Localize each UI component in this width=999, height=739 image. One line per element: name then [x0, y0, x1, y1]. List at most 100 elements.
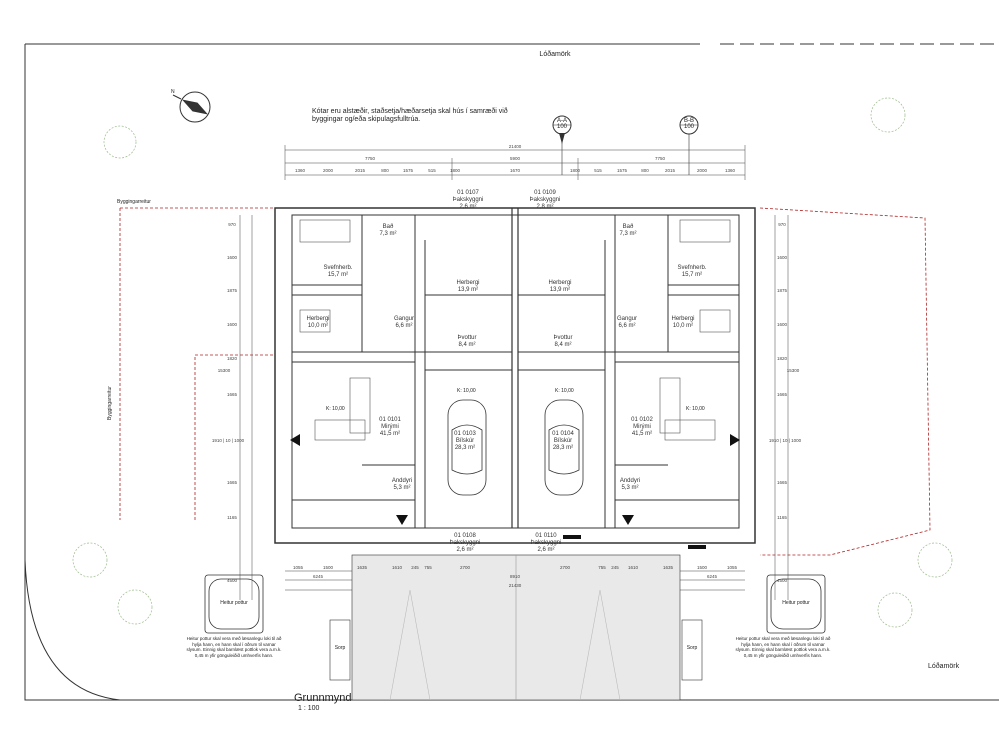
- dim-row2: 1575: [616, 168, 628, 173]
- dim-bottom-row1: 1610: [391, 565, 403, 570]
- dimension-lines-side: [239, 215, 789, 600]
- dim-left: 1665: [226, 392, 238, 397]
- dim-row2: 2000: [696, 168, 708, 173]
- hot-tub-note-right: Heitur pottur skal vera með læsanlegu lo…: [735, 636, 831, 658]
- dim-left: 1600: [226, 255, 238, 260]
- dim-bottom-row1: 1635: [356, 565, 368, 570]
- dim-row2: 1800: [449, 168, 461, 173]
- dim-bottom-row1: 245: [611, 565, 619, 570]
- bed-icons: [299, 219, 731, 333]
- hot-tub-label-right: Heitur pottur: [782, 600, 810, 606]
- boundary-label-bottom: Lóðamörk: [928, 663, 960, 670]
- dim-right: 1910 | 10 | 1000: [768, 438, 802, 443]
- dining-table-left-icon: [314, 377, 371, 441]
- dim-left: 1600: [226, 322, 238, 327]
- car-right-icon: [544, 399, 584, 496]
- dim-bottom-row1: 755: [424, 565, 432, 570]
- section-marker-b: [679, 115, 699, 175]
- dim-left: 1875: [226, 288, 238, 293]
- north-label: N: [171, 89, 175, 95]
- dim-row2: 1670: [509, 168, 521, 173]
- building-line-label-left: Byggingarreitur: [107, 386, 113, 420]
- building-line-label-top: Byggingarreitur: [117, 199, 151, 205]
- dim-bottom-row2: 6245: [312, 574, 324, 579]
- dim-right: 1165: [777, 515, 787, 520]
- room-svefnherb-right: Svefnherb.15,7 m²: [677, 265, 707, 279]
- dim-top-2: 5900: [509, 156, 521, 161]
- building-walls: [274, 207, 756, 544]
- hot-tub-icons: [204, 574, 826, 634]
- dim-row2: 1360: [294, 168, 306, 173]
- dim-bottom-row1: 1500: [322, 565, 334, 570]
- dim-row2: 2015: [354, 168, 366, 173]
- drawing-title: Grunnmynd: [294, 692, 352, 704]
- dim-right: 4500: [776, 578, 788, 583]
- dim-row2: 515: [428, 168, 436, 173]
- sorp-label-right: Sorp: [686, 645, 698, 651]
- dim-bottom-row1: 1055: [726, 565, 738, 570]
- note-elevations: Kótar eru alstæðir, staðsetja/hæðarsetja…: [312, 108, 508, 124]
- tree-icons: [72, 97, 953, 628]
- dim-bottom-row1: 2700: [459, 565, 471, 570]
- dining-table-right-icon: [659, 377, 716, 441]
- dim-left: 1910 | 10 | 1000: [211, 438, 245, 443]
- dim-right: 970: [778, 222, 786, 227]
- sorp-bin-icons: [329, 619, 703, 681]
- dim-row2: 800: [381, 168, 389, 173]
- dim-row2: 2000: [322, 168, 334, 173]
- dim-right: 1600: [776, 322, 788, 327]
- dim-right: 1665: [776, 392, 788, 397]
- north-arrow-icon: [172, 91, 211, 123]
- dim-row2: 800: [641, 168, 649, 173]
- dim-left: 1665: [226, 480, 238, 485]
- dim-top-3: 7750: [654, 156, 666, 161]
- level-mark: K: 10,00: [457, 388, 476, 394]
- dim-left: 4500: [226, 578, 238, 583]
- room-svefnherb-left: Svefnherb.15,7 m²: [323, 265, 353, 279]
- dim-row2: 1575: [402, 168, 414, 173]
- dim-bottom-total: 21430: [508, 583, 522, 588]
- dim-row2: 1360: [724, 168, 736, 173]
- car-left-icon: [447, 399, 487, 496]
- dim-row2: 2015: [664, 168, 676, 173]
- dim-right: 1820: [776, 356, 788, 361]
- dim-left: 970: [228, 222, 236, 227]
- section-marker-a: [552, 115, 572, 175]
- dim-bottom-row1: 245: [411, 565, 419, 570]
- boundary-label-top: Lóðamörk: [539, 51, 571, 58]
- building-line: [119, 207, 931, 556]
- dim-bottom-row1: 1610: [627, 565, 639, 570]
- driveway-marks: [389, 555, 621, 701]
- dim-bottom-row1: 2700: [559, 565, 571, 570]
- dim-bottom-row1: 755: [598, 565, 606, 570]
- drawing-scale: 1 : 100: [298, 705, 320, 712]
- dim-left: 1820: [226, 356, 238, 361]
- level-mark: K: 10,00: [686, 406, 705, 412]
- entry-arrow-icons: [290, 434, 740, 549]
- level-mark: K: 10,00: [326, 406, 345, 412]
- hot-tub-note-left: Heitur pottur skal vera með læsanlegu lo…: [186, 636, 282, 658]
- hot-tub-label-left: Heitur pottur: [220, 600, 248, 606]
- dim-left-total: 15300: [217, 368, 231, 373]
- dim-total-top: 21400: [508, 144, 522, 149]
- dimension-lines-top: [284, 145, 746, 180]
- dim-right-total: 15300: [786, 368, 800, 373]
- dim-left: 1165: [227, 515, 237, 520]
- dim-row2: 1800: [569, 168, 581, 173]
